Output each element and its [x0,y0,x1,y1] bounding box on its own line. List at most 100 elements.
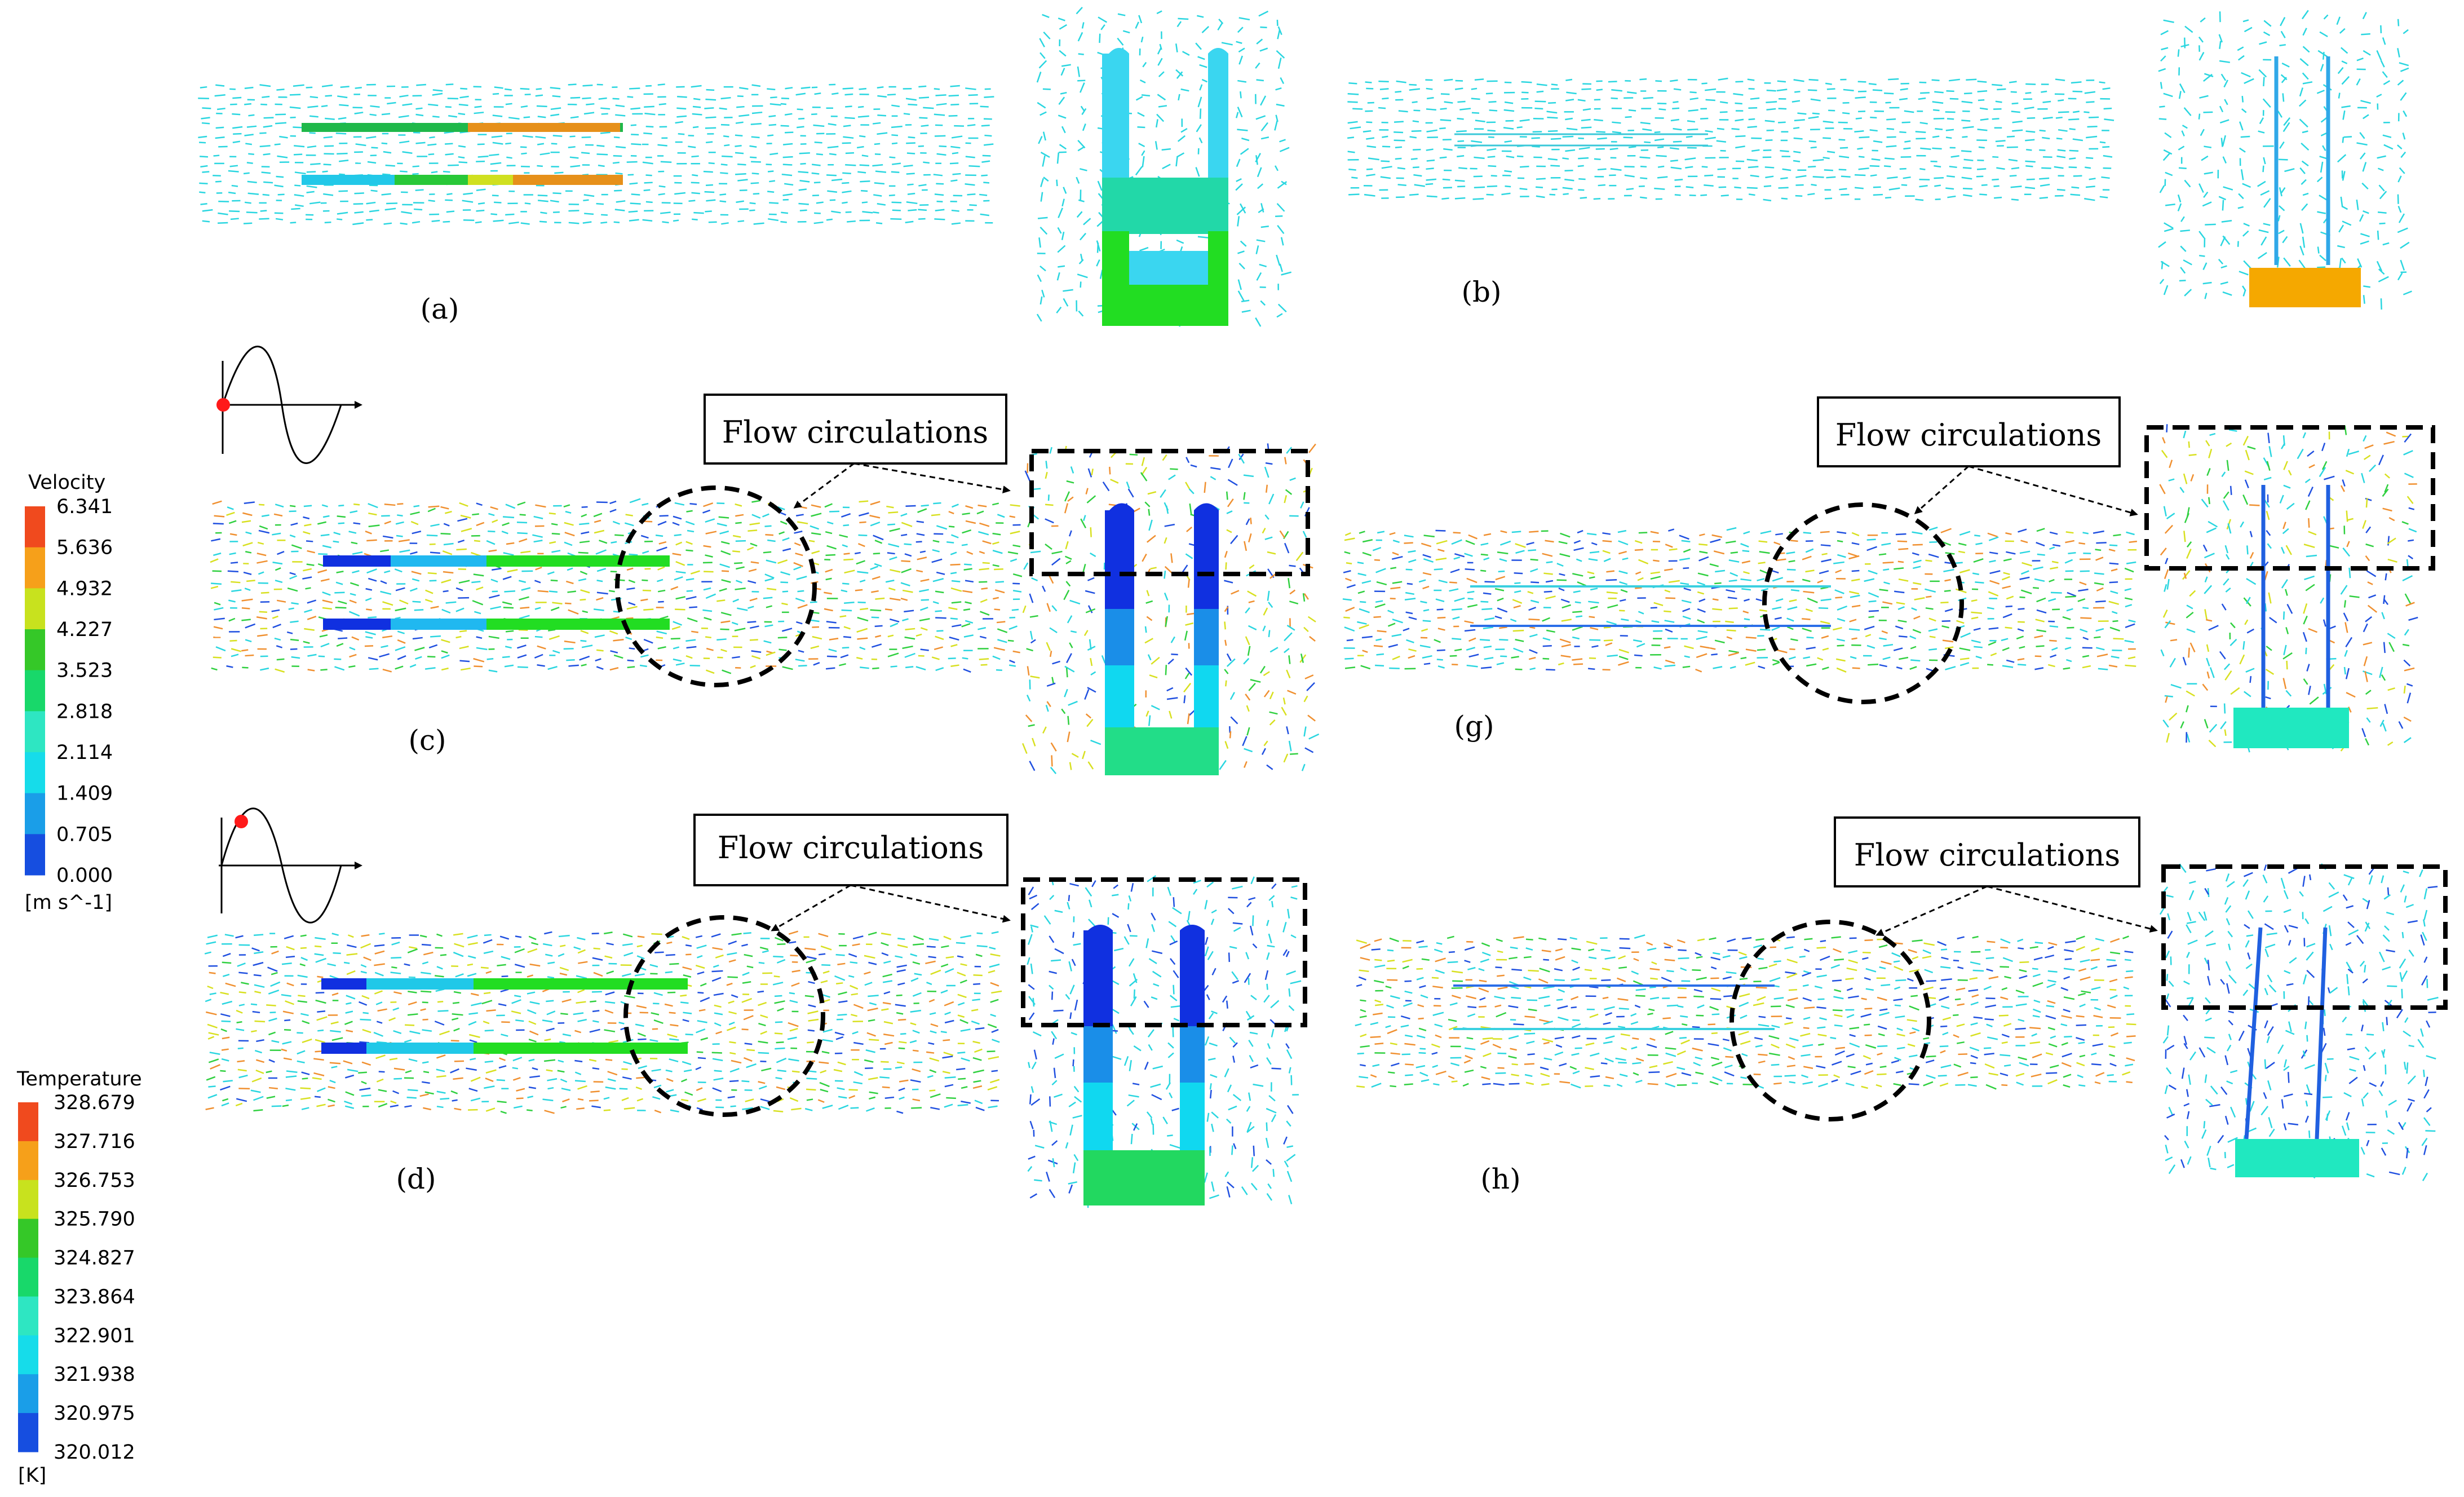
panel-b: (b) [1454,56,2361,308]
legend-tick-label: 328.679 [54,1092,135,1114]
dashed-circle-marker-h [1729,920,1931,1121]
legend-color-step [18,1257,38,1297]
panel-label-a: (a) [421,293,459,325]
panel-label-g: (g) [1454,710,1494,743]
fin-top-side-d-cool [366,978,474,990]
legend-color-step [18,1374,38,1414]
legend-color-step [18,1141,38,1181]
dashed-box-marker-h [2161,864,2448,1010]
fin-bottom-side-d-cool [366,1043,474,1054]
legend-tick-label: 2.818 [56,700,113,723]
fin-top-side-c-cool [391,555,486,567]
velocity-vector-field [204,930,1002,1114]
fin-top-side-d-cold [321,978,366,990]
temperature-color-bar [18,1102,38,1452]
panel-d: Flow circulations (d) [219,807,1307,1205]
velocity-vector-field [2159,863,2439,1181]
dashed-arrow-c-left [793,462,855,509]
legend-tick-label: 3.523 [56,660,113,682]
fin-bottom-side-c-cool [391,619,486,630]
legend-color-step [25,752,45,794]
velocity-legend-unit: [m s^-1] [25,891,112,914]
panel-label-c: (c) [408,724,446,757]
dashed-circle-marker-d [623,915,825,1117]
velocity-vector-field [1022,443,1320,775]
annotation-box-h [1834,816,2140,887]
legend-tick-label: 326.753 [54,1169,135,1192]
base-block-g [2233,708,2349,748]
legend-tick-label: 1.409 [56,783,113,805]
legend-color-step [25,670,45,712]
panel-label-h: (h) [1480,1163,1520,1195]
panel-label-b: (b) [1461,276,1501,308]
panel-a: (a) [302,48,1228,326]
panel-c: Flow circulations (c) [216,346,1310,775]
dashed-arrow-c-right [853,462,1011,494]
legend-color-step [25,793,45,834]
base-block-h [2235,1139,2359,1177]
thin-fin-front-right-h [2315,927,2328,1140]
dashed-arrow-h-left [1875,885,1988,936]
legend-tick-label: 6.341 [56,496,113,518]
legend-tick-label: 322.901 [54,1324,135,1347]
fin-front-d-band1-right [1180,1026,1205,1083]
phase-marker [216,398,230,412]
legend-tick-label: 0.000 [56,864,113,887]
legend-color-step [25,547,45,589]
legend-color-step [18,1102,38,1142]
velocity-color-bar [25,506,45,876]
legend-tick-label: 320.012 [54,1441,135,1464]
annotation-label-g: Flow circulations [1835,417,2102,453]
dashed-circle-marker-c [615,485,817,687]
dashed-circle-marker-g [1762,502,1964,704]
velocity-tick-labels: 6.3415.6364.9324.2273.5232.8182.1141.409… [56,496,113,887]
legend-color-step [25,711,45,753]
legend-color-step [25,506,45,548]
velocity-vector-field [1347,77,2114,202]
fin-front-d-band2-right [1180,1083,1205,1150]
dashed-arrow-g-right [1968,465,2138,516]
fin-bottom-side-c-cold [323,619,391,630]
velocity-vector-field [2159,424,2418,753]
dashed-box-marker-c [1029,449,1310,576]
temperature-legend-unit: [K] [18,1464,46,1487]
legend-tick-label: 323.864 [54,1286,135,1308]
fin-front-a-band1 [1102,178,1228,234]
dashed-arrow-d-left [771,884,851,931]
fin-front-c-base [1105,727,1219,775]
legend-tick-label: 4.932 [56,577,113,600]
fin-front-d-band1-left [1083,1026,1113,1083]
fin-top-side-c-cold [323,555,391,567]
velocity-vector-field [2158,10,2412,310]
legend-tick-label: 327.716 [54,1131,135,1153]
velocity-legend-title: Velocity [28,471,105,494]
velocity-vector-field [1355,934,2136,1090]
dashed-arrow-d-right [850,884,1011,923]
legend-color-step [18,1296,38,1336]
panel-label-d: (d) [396,1163,436,1195]
legend-tick-label: 0.705 [56,823,113,846]
legend-color-step [25,834,45,876]
legend-tick-label: 324.827 [54,1247,135,1270]
vector-fields [198,7,2439,1208]
dashed-arrow-g-left [1914,465,1969,514]
base-block-b [2249,268,2361,307]
legend-color-step [25,588,45,630]
fin-front-c-band2-right [1194,665,1219,733]
velocity-vector-field [1342,527,2138,673]
sine-wave-phase-icon [216,346,362,464]
legend-color-step [18,1413,38,1452]
dashed-box-marker-g [2144,425,2435,571]
legend-tick-label: 4.227 [56,619,113,641]
thin-fin-front-left-h [2244,927,2263,1140]
dashed-arrow-h-right [1987,885,2158,933]
annotation-label-c: Flow circulations [722,414,988,450]
temperature-legend-title: Temperature [16,1068,142,1090]
fin-bottom-side-a-mid [395,175,468,185]
legend-tick-label: 2.114 [56,741,113,764]
legend-tick-label: 321.938 [54,1363,135,1386]
sine-wave-phase-icon-d [219,807,362,924]
annotation-label-d: Flow circulations [718,830,984,865]
fin-front-view-a [1102,48,1228,326]
